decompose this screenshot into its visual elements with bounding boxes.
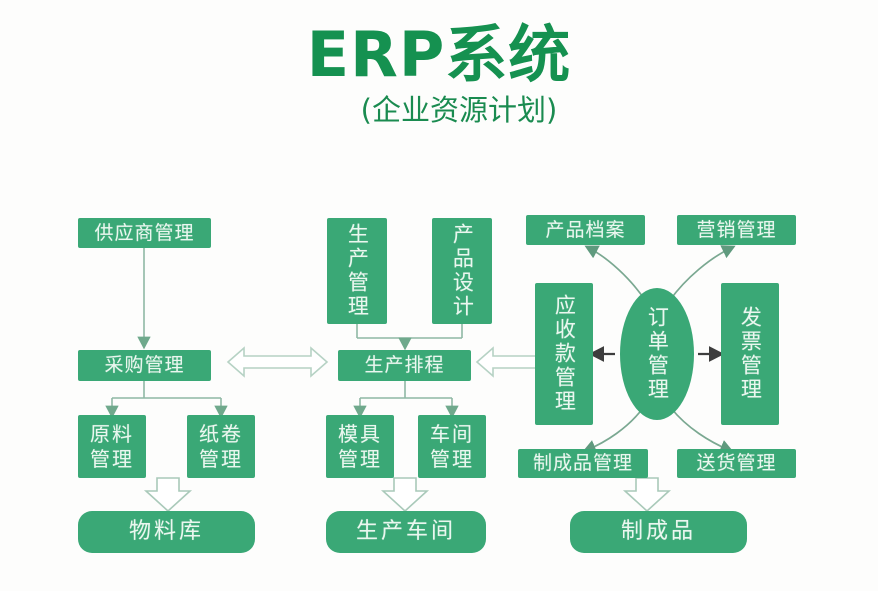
node-receivables-management[interactable]: 应收款管理 [535, 283, 593, 425]
node-workshop-management[interactable]: 车间 管理 [418, 415, 486, 478]
connector-purchasing-scheduling-bidirectional [226, 346, 329, 378]
connector-order-to-product-archive [584, 245, 646, 301]
connector-shop-modules-to-workshop [380, 477, 430, 513]
connector-purchasing-to-materials [105, 381, 228, 419]
page-title: ERP系统 [306, 18, 572, 91]
node-purchasing-management[interactable]: 采购管理 [78, 350, 211, 381]
connector-order-to-finished-goods [582, 407, 644, 454]
node-production-management[interactable]: 生产管理 [327, 218, 387, 324]
node-marketing-management[interactable]: 营销管理 [677, 215, 796, 245]
node-finished-goods-management[interactable]: 制成品管理 [518, 449, 648, 478]
connector-finished-goods-to-products [622, 477, 672, 513]
node-material-warehouse[interactable]: 物料库 [78, 511, 255, 553]
node-production-scheduling[interactable]: 生产排程 [338, 350, 471, 381]
node-mold-management[interactable]: 模具 管理 [326, 415, 394, 478]
node-raw-material-management[interactable]: 原料 管理 [78, 415, 146, 478]
node-finished-products[interactable]: 制成品 [570, 511, 747, 553]
page-subtitle: (企业资源计划) [360, 93, 558, 128]
connector-production-to-scheduling [356, 324, 463, 351]
node-product-design[interactable]: 产品设计 [432, 218, 492, 324]
title-block: ERP系统 (企业资源计划) [0, 22, 878, 127]
node-invoice-management[interactable]: 发票管理 [721, 283, 779, 425]
node-paper-roll-management[interactable]: 纸卷 管理 [187, 415, 255, 478]
node-product-archive[interactable]: 产品档案 [526, 215, 645, 245]
node-production-workshop[interactable]: 生产车间 [326, 511, 486, 553]
connector-materials-to-warehouse [143, 477, 193, 513]
connector-scheduling-to-shop-modules [353, 381, 459, 419]
node-order-management[interactable]: 订单管理 [620, 288, 694, 420]
node-supplier-management[interactable]: 供应商管理 [78, 218, 211, 248]
node-delivery-management[interactable]: 送货管理 [677, 449, 796, 478]
